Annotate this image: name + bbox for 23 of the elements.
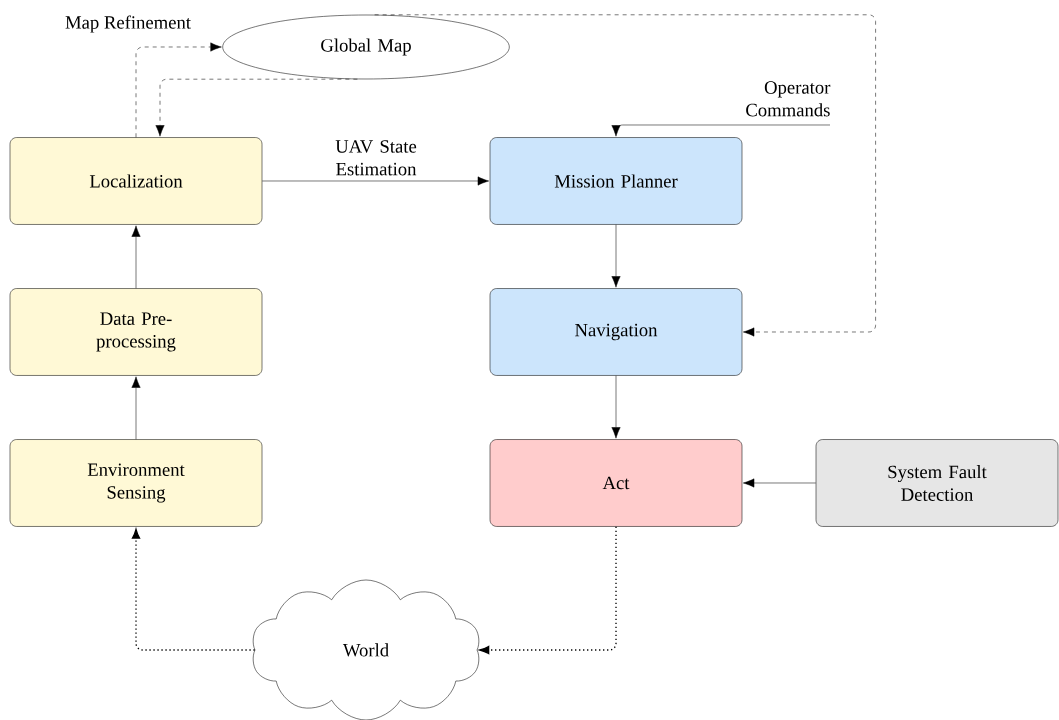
process-box: Localization [9,137,263,225]
process-box: Data Pre-processing [9,288,263,376]
process-box: System Fault Detection [815,439,1059,527]
arrow [155,78,358,137]
edge-label: UAV State Estimation [335,140,417,176]
process-box: Navigation [489,288,743,376]
arrow [479,526,617,655]
edge-label: Operator Commands [746,81,831,117]
process-box: Environment Sensing [9,439,263,527]
arrow [611,124,831,137]
world-cloud: World [252,579,480,720]
arrow [131,528,256,651]
arrow [374,14,876,337]
arrow [131,225,141,289]
arrow [135,42,222,138]
arrow [262,176,489,186]
arrow [611,224,621,288]
process-box: Mission Planner [489,137,743,225]
edge-label: Map Refinement [65,15,191,33]
process-box: Act [489,439,743,527]
arrow [743,478,816,488]
arrow [611,375,621,439]
arrow [131,376,141,440]
